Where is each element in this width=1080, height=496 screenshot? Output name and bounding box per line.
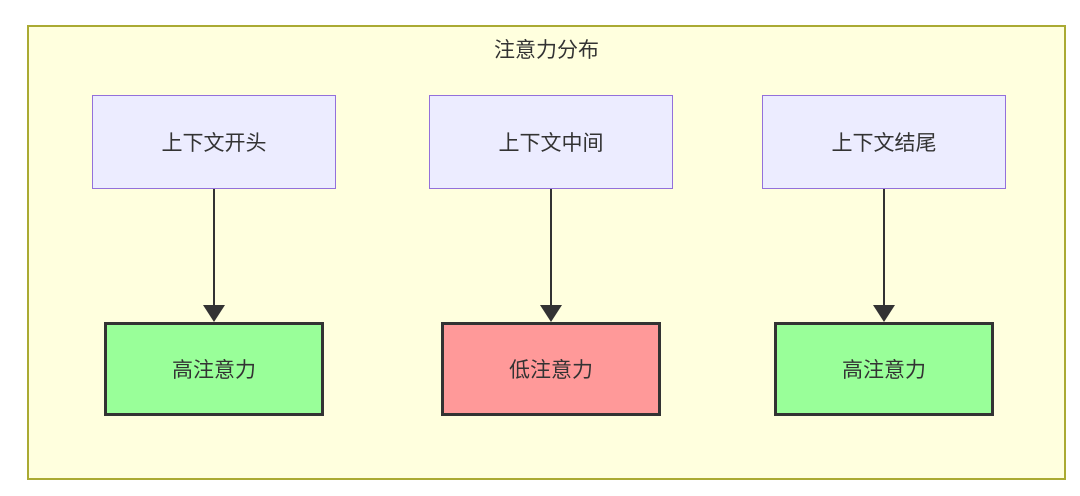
diagram-title: 注意力分布 <box>494 39 599 62</box>
target-node-attention: 高注意力 <box>104 322 324 416</box>
source-node-context-end: 上下文结尾 <box>762 95 1006 189</box>
arrow-line <box>213 189 215 305</box>
target-node-attention: 低注意力 <box>441 322 661 416</box>
arrow <box>540 189 562 322</box>
flow-column-begin: 上下文开头 高注意力 <box>89 95 339 445</box>
arrow-line <box>883 189 885 305</box>
arrowhead-icon <box>540 305 562 322</box>
arrow-line <box>550 189 552 305</box>
arrow <box>873 189 895 322</box>
arrowhead-icon <box>873 305 895 322</box>
source-node-context-begin: 上下文开头 <box>92 95 336 189</box>
arrowhead-icon <box>203 305 225 322</box>
source-node-context-middle: 上下文中间 <box>429 95 673 189</box>
diagram-container: 注意力分布 上下文开头 高注意力 上下文中间 低注意力 上下文结尾 高注意力 <box>27 25 1066 480</box>
flow-column-end: 上下文结尾 高注意力 <box>759 95 1009 445</box>
target-node-attention: 高注意力 <box>774 322 994 416</box>
arrow <box>203 189 225 322</box>
flow-column-middle: 上下文中间 低注意力 <box>426 95 676 445</box>
